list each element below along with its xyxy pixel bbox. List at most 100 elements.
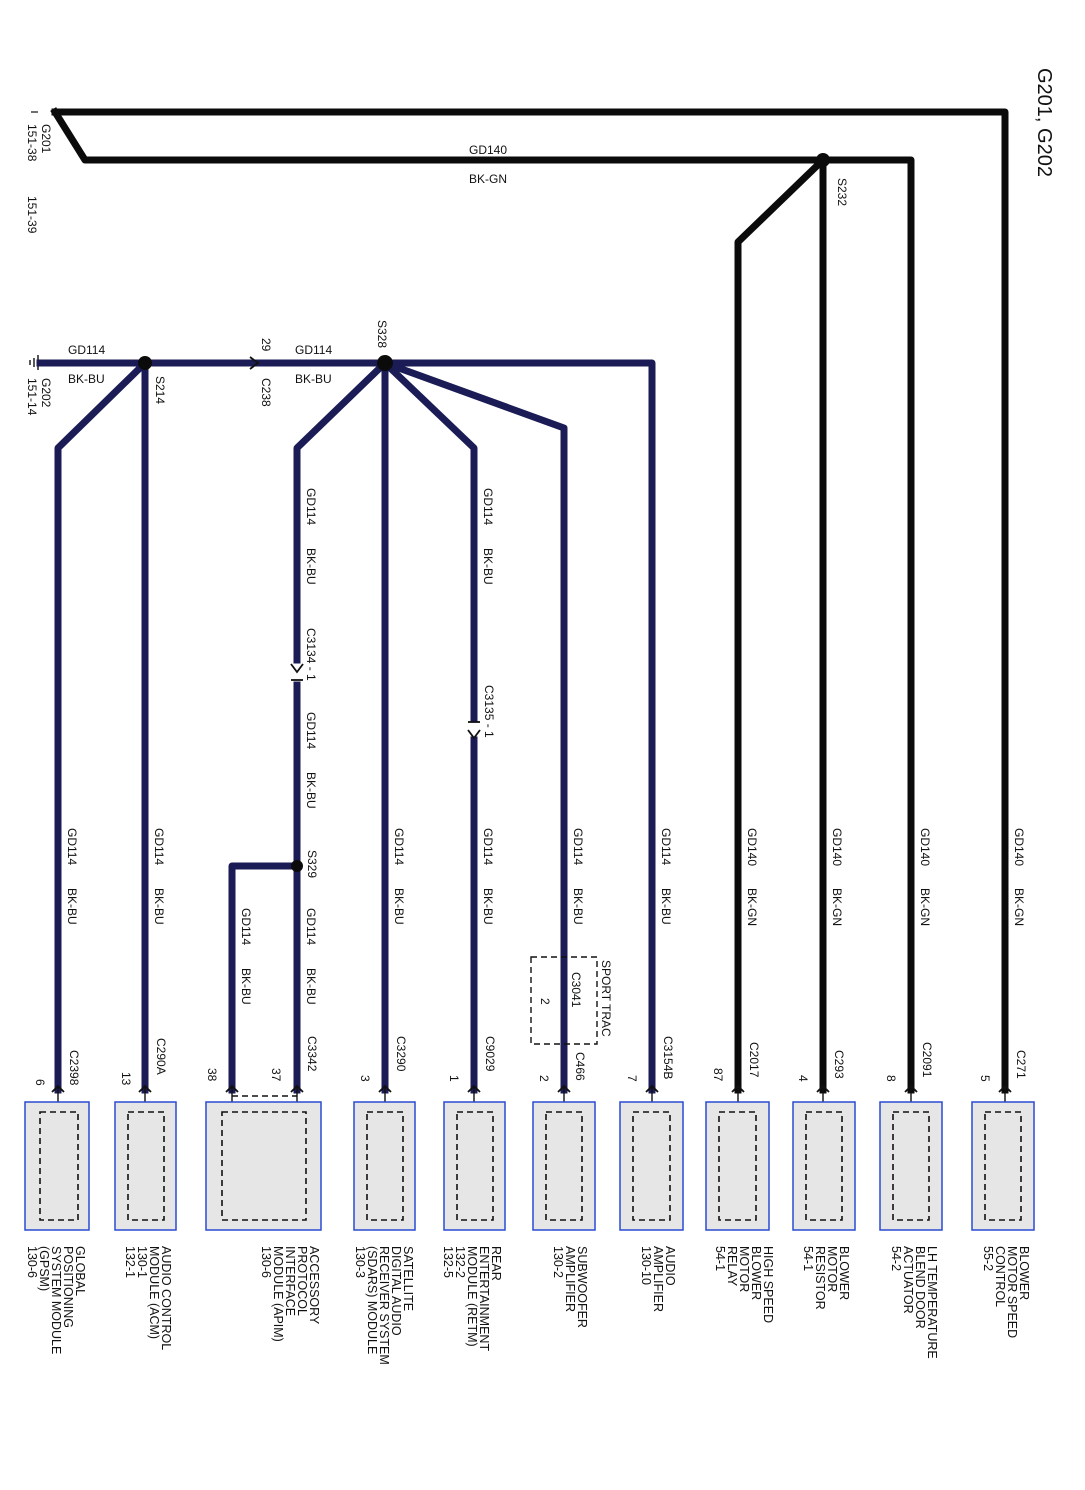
subwoofer-line-1: SUBWOOFER <box>575 1246 589 1328</box>
gpsm-line-1: GLOBAL <box>73 1246 87 1296</box>
apim-line-2: PROTOCOL <box>295 1246 309 1316</box>
wire-c293-color: BK-GN <box>830 888 844 926</box>
gd140-top-color: BK-GN <box>469 172 507 186</box>
sdars-line-5: 130-3 <box>353 1246 367 1278</box>
speed-control-connector: C271 <box>1014 1050 1028 1079</box>
splice-s214-label: S214 <box>153 376 167 404</box>
wire-gd114-c9029 <box>380 358 478 722</box>
resistor-pin: 4 <box>796 1075 810 1082</box>
gpsm-line-3: SYSTEM MODULE <box>49 1246 63 1354</box>
wire-gd114-main-bus <box>36 359 656 1094</box>
wire-c3290-circuit: GD114 <box>392 828 406 865</box>
apim-connector: C3342 <box>305 1036 319 1072</box>
splice-s232-label: S232 <box>835 178 849 206</box>
component-gpsm: C2398 6 GLOBAL POSITIONING SYSTEM MODULE… <box>24 1050 90 1354</box>
g202-pin: 151-14 <box>25 378 39 416</box>
component-sdars: C3290 3 SATELLITE DIGITAL AUDIO RECEIVER… <box>353 1036 416 1365</box>
gd114-ground-color: BK-BU <box>68 372 105 386</box>
wire-pin38-color: BK-BU <box>239 968 253 1005</box>
wire-gd114-c466 <box>380 358 568 1094</box>
acm-line-3: 130-1 <box>135 1246 149 1278</box>
resistor-connector: C293 <box>832 1050 846 1079</box>
inline-connector-c3041: SPORT TRAC C3041 2 <box>530 956 613 1045</box>
wire-pin38-circuit: GD114 <box>239 908 253 945</box>
wire-gd114-c3342-pin38 <box>228 862 301 1094</box>
wire-c2017-circuit: GD140 <box>745 828 759 866</box>
wire-c466-color: BK-BU <box>571 888 585 925</box>
resistor-line-3: RESISTOR <box>813 1246 827 1310</box>
wire-pin37-color: BK-BU <box>304 968 318 1005</box>
acm-line-1: AUDIO CONTROL <box>159 1246 173 1350</box>
wire-c290a-color: BK-BU <box>152 888 166 925</box>
gd114-bus-circuit: GD114 <box>295 343 332 357</box>
speed-control-line-3: CONTROL <box>993 1246 1007 1307</box>
ground-g201: G201 151-38 151-39 <box>25 111 53 234</box>
wire-pin37-circuit: GD114 <box>304 908 318 945</box>
wire-gd140-splice-run <box>50 107 915 1094</box>
c3041-note: SPORT TRAC <box>599 960 613 1037</box>
gd114-bus-color: BK-BU <box>295 372 332 386</box>
g201-label: G201 <box>39 124 53 154</box>
component-retm: C9029 1 REAR ENTERTAINMENT MODULE (RETM)… <box>441 1036 506 1351</box>
inline-connector-c3135: C3135 - 1 <box>467 685 496 740</box>
resistor-line-2: MOTOR <box>825 1246 839 1292</box>
audio-amp-line-3: 130-10 <box>639 1246 653 1285</box>
retm-line-5: 132-5 <box>441 1246 455 1278</box>
wire-c466-circuit: GD114 <box>571 828 585 865</box>
gpsm-line-5: 130-6 <box>25 1246 39 1278</box>
wire-c3154b-color: BK-BU <box>659 888 673 925</box>
hs-relay-pin: 87 <box>711 1068 725 1082</box>
component-blower-speed-control: C271 5 BLOWER MOTOR SPEED CONTROL 55-2 <box>971 1050 1035 1338</box>
wire-c293-circuit: GD140 <box>830 828 844 866</box>
hs-relay-line-5: 54-1 <box>713 1246 727 1271</box>
retm-pin: 1 <box>447 1075 461 1082</box>
blend-door-line-2: BLEND DOOR <box>913 1246 927 1329</box>
wire-c9029-color: BK-BU <box>481 888 495 925</box>
sdars-line-2: DIGITAL AUDIO <box>389 1246 403 1336</box>
wire-gd114-c2398 <box>54 358 150 1094</box>
gd114-ground-circuit: GD114 <box>68 343 105 357</box>
component-lh-blend-door: C2091 8 LH TEMPERATURE BLEND DOOR ACTUAT… <box>879 1042 943 1359</box>
resistor-line-1: BLOWER <box>837 1246 851 1300</box>
c3134-label: C3134 - 1 <box>304 628 318 681</box>
acm-pin: 13 <box>119 1072 133 1086</box>
component-blower-resistor: C293 4 BLOWER MOTOR RESISTOR 54-1 <box>792 1050 856 1310</box>
subwoofer-line-3: 130-2 <box>551 1246 565 1278</box>
wire-c3342-mid-color: BK-BU <box>304 772 318 809</box>
component-acm: C290A 13 AUDIO CONTROL MODULE (ACM) 130-… <box>114 1038 177 1350</box>
wire-gd140-c2017 <box>734 155 828 1094</box>
splice-s214 <box>138 356 152 370</box>
g201-pin-1: 151-38 <box>25 124 39 162</box>
subwoofer-line-2: AMPLIFIER <box>563 1246 577 1312</box>
gd140-top-circuit: GD140 <box>469 143 507 157</box>
acm-line-4: 132-1 <box>123 1246 137 1278</box>
component-hs-blower-relay: C2017 87 HIGH SPEED BLOWER MOTOR RELAY 5… <box>705 1042 775 1323</box>
wire-c3342-upper-color: BK-BU <box>304 548 318 585</box>
sdars-line-3: RECEIVER SYSTEM <box>377 1246 391 1365</box>
wire-c9029-circuit: GD114 <box>481 828 495 865</box>
wire-gd140-top-run <box>51 108 1009 1094</box>
gpsm-connector: C2398 <box>67 1050 81 1086</box>
wire-c9029-upper-circuit: GD114 <box>481 488 495 525</box>
wire-gd114-c3342 <box>293 358 390 664</box>
blend-door-line-3: ACTUATOR <box>901 1246 915 1314</box>
wire-c271-circuit: GD140 <box>1012 828 1026 866</box>
apim-pin-38: 38 <box>205 1068 219 1082</box>
hs-relay-connector: C2017 <box>747 1042 761 1078</box>
lower-wire-labels: GD114 BK-BU GD114 BK-BU GD114 BK-BU GD11… <box>65 828 1026 926</box>
audio-amp-line-2: AMPLIFIER <box>651 1246 665 1312</box>
retm-line-4: 132-2 <box>453 1246 467 1278</box>
wire-c290a-circuit: GD114 <box>152 828 166 865</box>
audio-amp-connector: C3154B <box>661 1036 675 1079</box>
wire-c2017-color: BK-GN <box>745 888 759 926</box>
acm-connector: C290A <box>154 1038 168 1075</box>
wire-c3290-color: BK-BU <box>392 888 406 925</box>
apim-line-1: ACCESSORY <box>307 1246 321 1325</box>
gpsm-line-2: POSITIONING <box>61 1246 75 1328</box>
acm-line-2: MODULE (ACM) <box>147 1246 161 1339</box>
splice-s329-label: S329 <box>305 850 319 878</box>
sdars-line-1: SATELLITE <box>401 1246 415 1311</box>
ground-g202: G202 151-14 <box>25 355 53 416</box>
g202-label: G202 <box>39 378 53 408</box>
audio-amp-line-1: AUDIO <box>663 1246 677 1286</box>
